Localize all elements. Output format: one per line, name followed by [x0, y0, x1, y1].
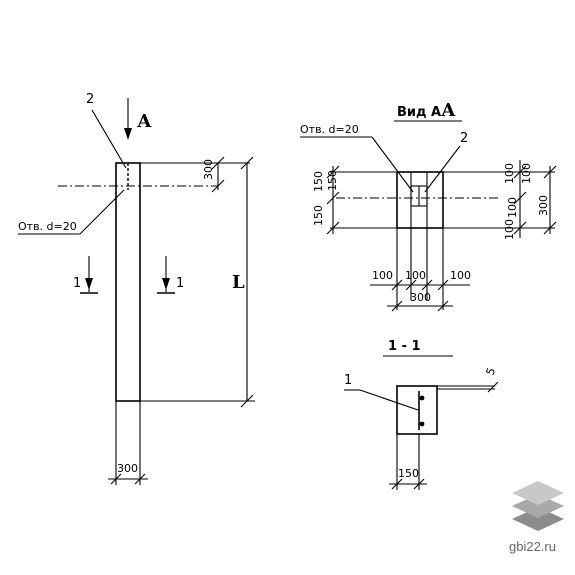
view-a-dim-left-3: 150: [312, 205, 325, 226]
view-a-dim-bottom-2: 100: [405, 269, 426, 282]
callout-2: 2: [86, 92, 94, 107]
section-dim-150-label: 150: [398, 467, 419, 480]
view-a-callout-2-leader: [424, 145, 461, 193]
view-a-hole-label: Отв. d=20: [300, 123, 359, 136]
view-a-hole-leader: [371, 136, 414, 193]
view-a-arrow-head: [124, 128, 132, 140]
svg-text:1: 1: [176, 276, 184, 291]
column-body: [115, 162, 141, 402]
svg-text:1: 1: [73, 276, 81, 291]
section-anchor-top: [419, 395, 425, 401]
view-a-title-letter: А: [441, 100, 456, 121]
dim-tick: [211, 179, 225, 193]
section-1-1: 1 - 1 1 5 150: [344, 339, 499, 490]
dim-tick: [240, 156, 254, 170]
section-mark-right: 1: [157, 256, 184, 294]
dim-tick: [211, 156, 225, 170]
section-title: 1 - 1: [388, 339, 421, 354]
hole-leader: [79, 189, 125, 235]
elevation-view: 300 L 300 2 А Отв. d=20 1: [18, 92, 255, 485]
section-body: [396, 385, 438, 435]
gbi-logo-icon: [512, 481, 564, 531]
section-callout-1-leader: [359, 389, 419, 411]
view-a-dim-right-4: 100: [503, 219, 516, 240]
view-a-dim-left-1: 150: [312, 171, 325, 192]
view-a-dim-right-total: 300: [537, 195, 550, 216]
view-a-dim-bottom-3: 100: [450, 269, 471, 282]
hole-label: Отв. d=20: [18, 220, 77, 233]
view-a-dim-bottom-1: 100: [372, 269, 393, 282]
section-mark-left: 1: [73, 256, 98, 294]
dim-tick: [110, 473, 122, 485]
dim-tick: [134, 473, 146, 485]
view-a: Вид А А 150 150 150 100 100 100 10: [300, 100, 557, 312]
section-anchor-bottom: [419, 421, 425, 427]
section-dim-5: 5: [484, 366, 499, 377]
callout-2-leader: [91, 109, 127, 169]
dim-l: L: [232, 272, 245, 293]
view-a-dim-right-3: 100: [506, 197, 519, 218]
view-a-arrow-label: А: [137, 111, 152, 132]
view-a-callout-2: 2: [460, 131, 468, 146]
view-a-dim-left-2: 150: [326, 170, 339, 191]
watermark-site: gbi22.ru: [509, 539, 556, 554]
view-a-dim-bottom-total-label: 300: [410, 291, 431, 304]
view-a-dim-right-1: 100: [503, 163, 516, 184]
section-callout-1: 1: [344, 373, 352, 388]
dim-tick: [240, 394, 254, 408]
dim-300-top: 300: [202, 159, 215, 180]
view-a-title: Вид А: [397, 105, 441, 120]
dim-300-bottom: 300: [117, 462, 138, 475]
watermark: gbi22.ru: [509, 481, 564, 554]
view-a-dim-right-2: 100: [520, 163, 533, 184]
